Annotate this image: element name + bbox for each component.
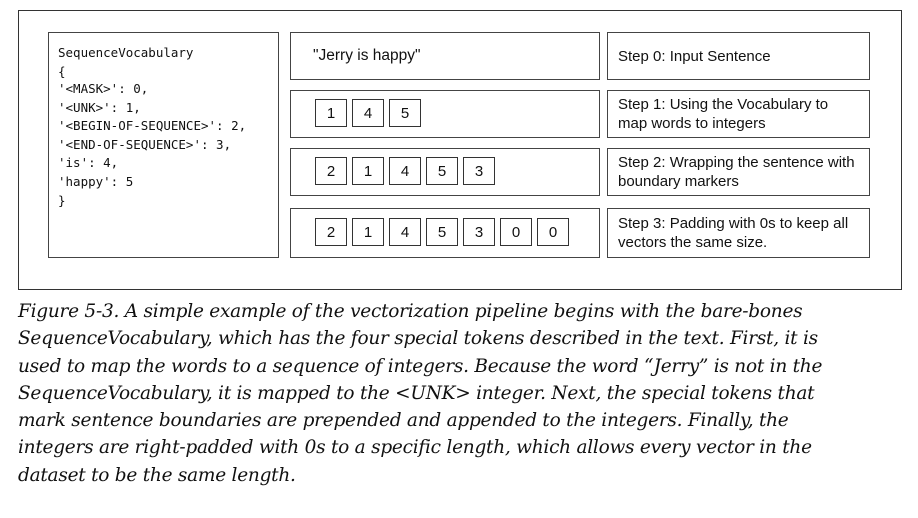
sequence-vocabulary-box: SequenceVocabulary { '<MASK>': 0, '<UNK>… <box>48 32 279 258</box>
token-cell: 2 <box>315 157 347 185</box>
caption-line: SequenceVocabulary, which has the four s… <box>18 328 818 350</box>
step-1-sequence: 1 4 5 <box>315 99 421 127</box>
vocabulary-entry-mask: '<MASK>': 0, <box>58 81 149 96</box>
caption-line: used to map the words to a sequence of i… <box>18 355 823 377</box>
token-cell: 5 <box>426 157 458 185</box>
token-cell: 4 <box>389 218 421 246</box>
vocabulary-open-brace: { <box>58 64 66 79</box>
caption-line: mark sentence boundaries are prepended a… <box>18 410 789 432</box>
step-0-description: Step 0: Input Sentence <box>607 32 870 80</box>
figure-caption: Figure 5-3. A simple example of the vect… <box>18 298 904 489</box>
vocabulary-close-brace: } <box>58 192 66 208</box>
step-2-sequence-box: 2 1 4 5 3 <box>290 148 600 196</box>
step-3-sequence: 2 1 4 5 3 0 0 <box>315 218 569 246</box>
step-2-sequence: 2 1 4 5 3 <box>315 157 495 185</box>
caption-line: Figure 5-3. A simple example of the vect… <box>18 301 803 322</box>
token-cell: 4 <box>352 99 384 127</box>
token-cell: 3 <box>463 157 495 185</box>
caption-line: integers are right-padded with 0s to a s… <box>18 437 812 459</box>
token-cell: 1 <box>315 99 347 127</box>
token-cell: 3 <box>463 218 495 246</box>
input-sentence: "Jerry is happy" <box>313 47 421 64</box>
step-2-description: Step 2: Wrapping the sentence with bound… <box>607 148 870 196</box>
token-cell: 2 <box>315 218 347 246</box>
token-cell: 1 <box>352 218 384 246</box>
vocabulary-entry-is: 'is': 4, <box>58 155 119 171</box>
step-3-sequence-box: 2 1 4 5 3 0 0 <box>290 208 600 258</box>
step-1-sequence-box: 1 4 5 <box>290 90 600 138</box>
vocabulary-entry-unk: '<UNK>': 1, <box>58 99 141 115</box>
token-cell: 0 <box>537 218 569 246</box>
step-1-description: Step 1: Using the Vocabulary to map word… <box>607 90 870 138</box>
token-cell: 0 <box>500 218 532 246</box>
vocabulary-entry-end: '<END-OF-SEQUENCE>': 3, <box>58 136 232 152</box>
input-sentence-box: "Jerry is happy" <box>290 32 600 80</box>
token-cell: 1 <box>352 157 384 185</box>
token-cell: 5 <box>389 99 421 127</box>
vocabulary-entry-begin: '<BEGIN-OF-SEQUENCE>': 2, <box>58 118 247 134</box>
caption-line: SequenceVocabulary, it is mapped to the … <box>18 382 815 404</box>
vocabulary-title: SequenceVocabulary <box>58 45 194 60</box>
caption-line: dataset to be the same length. <box>18 464 296 486</box>
token-cell: 4 <box>389 157 421 185</box>
step-3-description: Step 3: Padding with 0s to keep all vect… <box>607 208 870 258</box>
vocabulary-entry-happy: 'happy': 5 <box>58 173 134 189</box>
token-cell: 5 <box>426 218 458 246</box>
